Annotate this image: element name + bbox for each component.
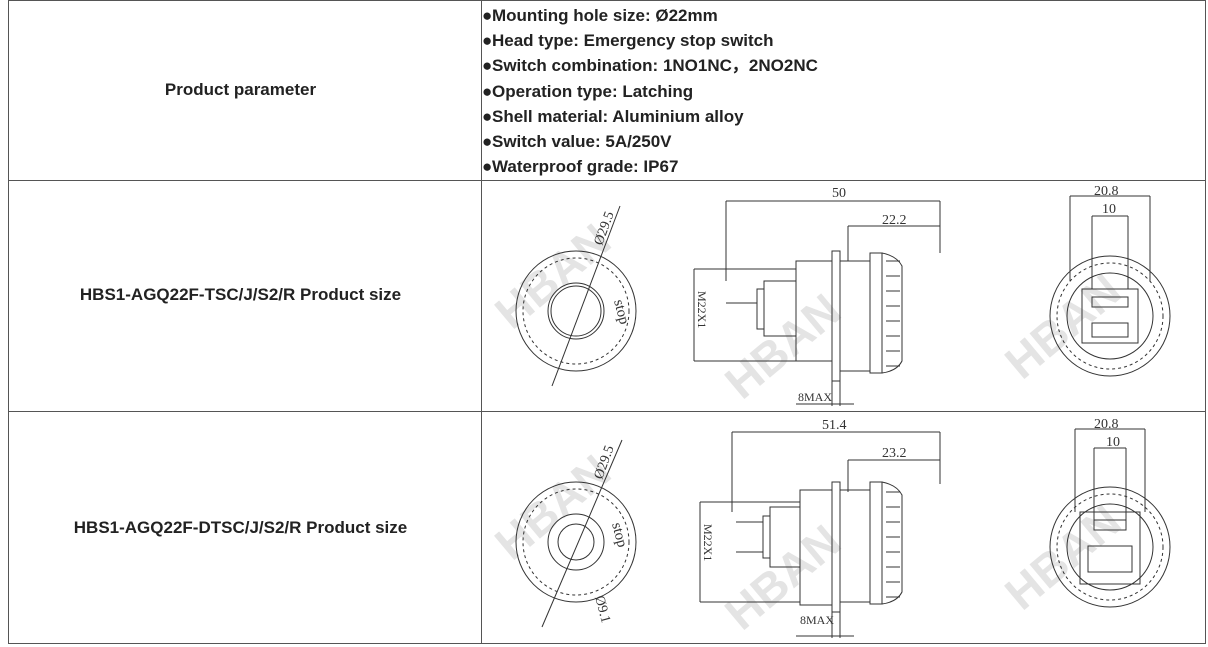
parameter-text: Operation type: Latching <box>492 81 694 101</box>
inner-length-dimension: 23.2 <box>882 446 907 461</box>
length-dimension: 50 <box>832 186 846 201</box>
length-dimension: 51.4 <box>822 418 847 433</box>
parameter-text: Switch value: 5A/250V <box>492 131 672 151</box>
parameter-text: Mounting hole size: Ø22mm <box>492 6 718 25</box>
inner-diameter-dimension: Ø9.1 <box>591 594 613 625</box>
bullet-icon: ● <box>482 6 493 25</box>
rear-view <box>1049 428 1171 608</box>
table-divider-2 <box>8 411 1206 412</box>
bullet-icon: ● <box>482 106 493 126</box>
front-view <box>515 439 637 628</box>
parameter-text: Shell material: Aluminium alloy <box>492 106 744 126</box>
table-border-bottom <box>8 643 1206 644</box>
table-divider-1 <box>8 180 1206 181</box>
technical-drawing-dtsc: HBAN HBAN HBAN Ø29.5 stop Ø9.1 <box>485 417 1171 640</box>
product-size-label-tsc: HBS1-AGQ22F-TSC/J/S2/R Product size <box>79 285 402 304</box>
parameter-text: Head type: Emergency stop switch <box>492 31 774 51</box>
product-parameter-label: Product parameter <box>164 80 317 99</box>
parameter-text: Switch combination: 1NO1NC，2NO2NC <box>492 56 818 76</box>
inner-width-dimension: 10 <box>1106 435 1120 450</box>
table-border-left <box>8 0 9 644</box>
parameter-item: ●Shell material: Aluminium alloy <box>482 104 1202 129</box>
watermark: HBAN HBAN HBAN <box>485 213 1130 408</box>
parameter-item: ●Head type: Emergency stop switch <box>482 28 1202 53</box>
watermark: HBAN HBAN HBAN <box>485 444 1130 639</box>
max-depth-dimension: 8MAX <box>800 613 834 627</box>
bullet-icon: ● <box>482 131 493 151</box>
bullet-icon: ● <box>482 31 493 51</box>
thread-dimension: M22X1 <box>701 524 715 561</box>
front-view <box>515 205 637 387</box>
table-border-top <box>8 0 1206 1</box>
rear-view <box>1049 195 1171 377</box>
watermark-text: HBAN <box>995 263 1130 388</box>
width-dimension: 20.8 <box>1094 417 1119 432</box>
inner-width-dimension: 10 <box>1102 202 1116 217</box>
max-depth-dimension: 8MAX <box>798 390 832 404</box>
parameter-item: ●Waterproof grade: IP67 <box>482 154 1202 179</box>
side-view <box>693 200 941 406</box>
parameter-item: ●Operation type: Latching <box>482 79 1202 104</box>
parameter-item: ●Switch combination: 1NO1NC，2NO2NC <box>482 53 1202 78</box>
watermark-text: HBAN <box>995 494 1130 619</box>
inner-length-dimension: 22.2 <box>882 213 907 228</box>
parameter-item: ●Switch value: 5A/250V <box>482 129 1202 154</box>
bullet-icon: ● <box>482 157 493 177</box>
product-size-label-dtsc: HBS1-AGQ22F-DTSC/J/S2/R Product size <box>73 518 408 537</box>
width-dimension: 20.8 <box>1094 184 1119 199</box>
parameter-text: Waterproof grade: IP67 <box>492 157 679 177</box>
parameter-list: ●Mounting hole size: Ø22mm ●Head type: E… <box>482 3 1202 179</box>
stop-text: stop <box>610 298 632 326</box>
side-view <box>699 431 941 638</box>
technical-drawing-tsc: HBAN HBAN HBAN Ø29.5 stop <box>485 184 1171 409</box>
thread-dimension: M22X1 <box>695 291 709 328</box>
bullet-icon: ● <box>482 81 493 101</box>
table-border-right <box>1205 0 1206 644</box>
stop-text: stop <box>608 521 630 549</box>
bullet-icon: ● <box>482 56 493 76</box>
parameter-item: ●Mounting hole size: Ø22mm <box>482 3 1202 28</box>
table-column-divider <box>481 0 482 644</box>
